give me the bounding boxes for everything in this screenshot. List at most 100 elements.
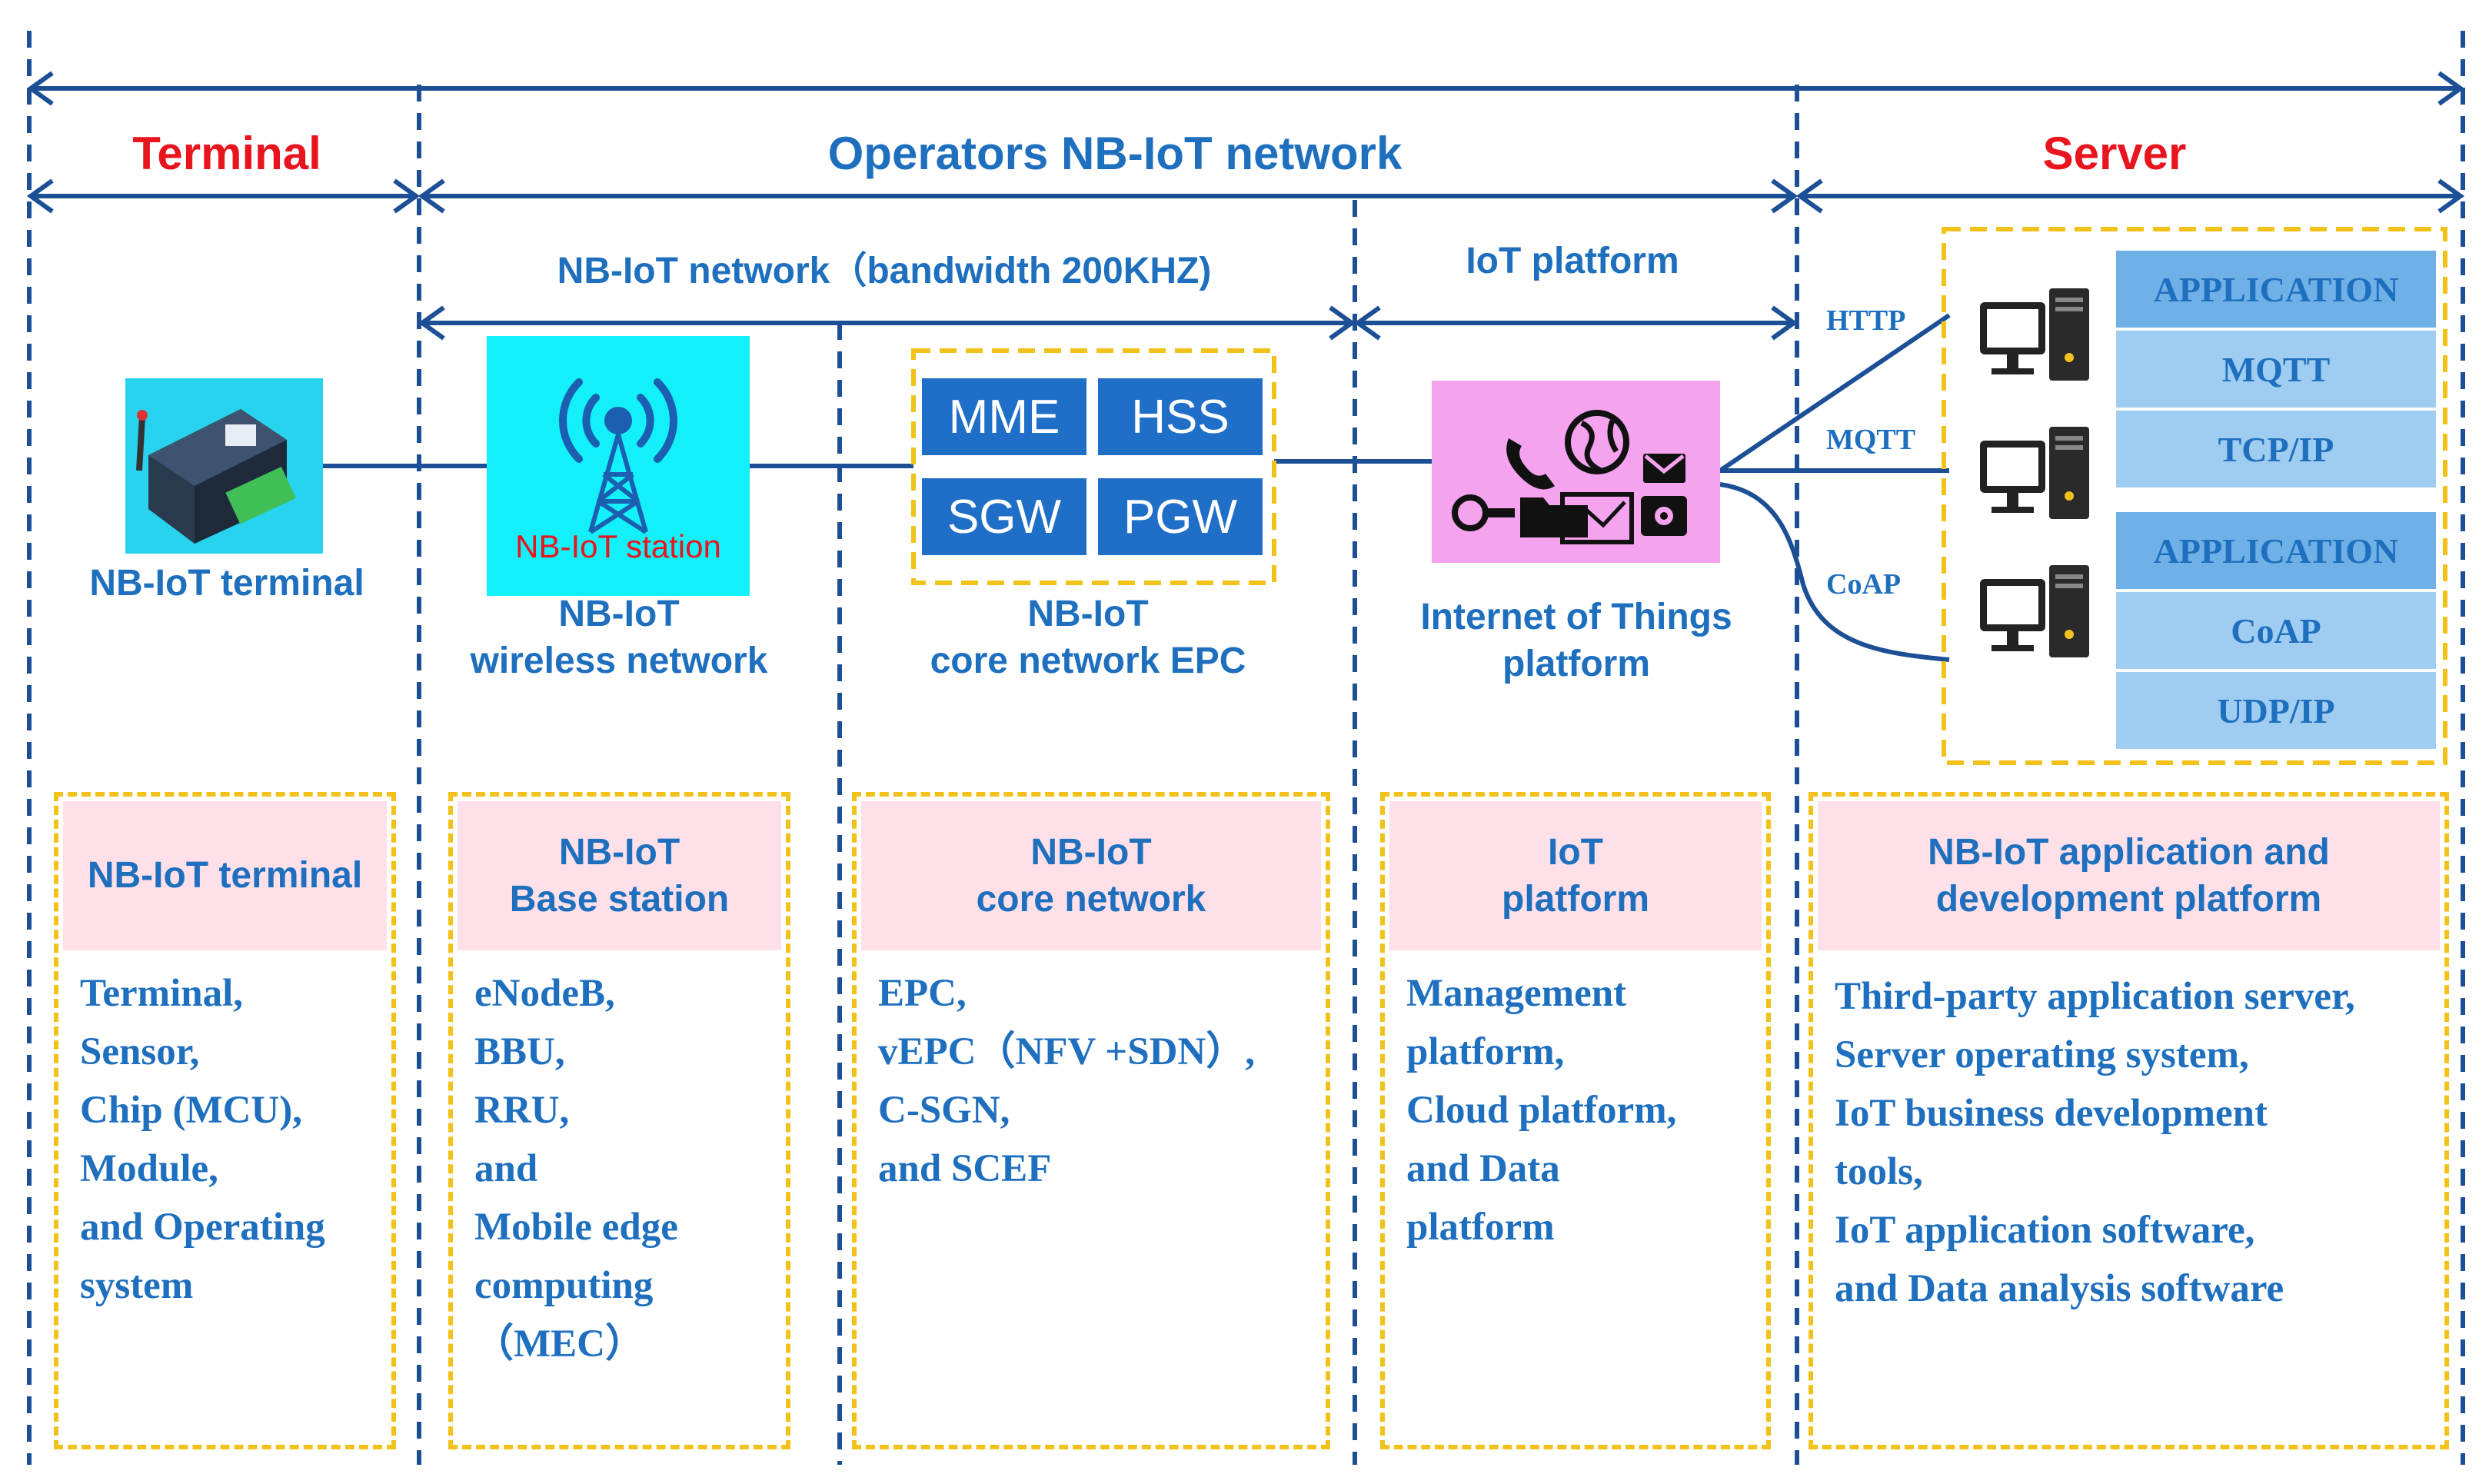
link-coap xyxy=(1719,482,1950,662)
terminal-device-image xyxy=(125,378,323,554)
list-item: Terminal, xyxy=(80,972,244,1015)
list-item: RRU, xyxy=(474,1089,570,1132)
list-item: computing xyxy=(474,1264,654,1307)
panel-application-platform: NB-IoT application and development platf… xyxy=(1809,792,2449,1449)
epc-caption-line1: NB-IoT xyxy=(1027,594,1149,634)
platform-caption-line1: Internet of Things xyxy=(1420,597,1732,637)
cell-tower-icon xyxy=(558,378,678,534)
list-item: BBU, xyxy=(474,1030,565,1073)
panel-core-network-header: NB-IoT core network xyxy=(861,801,1321,950)
subsection-nbiot-network: NB-IoT network（bandwidth 200KHZ) xyxy=(557,251,1212,291)
section-server-title: Server xyxy=(2042,128,2187,179)
link-http xyxy=(1719,313,1951,473)
epc-cell-pgw: PGW xyxy=(1098,478,1263,555)
list-item: Chip (MCU), xyxy=(80,1089,302,1132)
list-item: platform, xyxy=(1406,1030,1565,1073)
panel-core-network-list: EPC, vEPC（NFV +SDN）, C-SGN, and SCEF xyxy=(878,964,1255,1198)
epc-caption-line2: core network EPC xyxy=(930,641,1246,682)
list-item: Module, xyxy=(80,1147,218,1190)
panel-header-line: NB-IoT application and xyxy=(1928,831,2330,873)
list-item: IoT business development xyxy=(1835,1092,2268,1135)
list-item: tools, xyxy=(1835,1150,1923,1193)
station-inner-label: NB-IoT station xyxy=(515,528,721,564)
stack-layer-udpip: UDP/IP xyxy=(2116,672,2436,752)
panel-terminal-header: NB-IoT terminal xyxy=(63,801,387,950)
server-computer-icon xyxy=(1980,427,2089,519)
list-item: eNodeB, xyxy=(474,972,615,1015)
panel-iot-platform-list: Management platform, Cloud platform, and… xyxy=(1406,964,1676,1256)
folder-icon xyxy=(1520,497,1588,537)
phone-icon xyxy=(1506,438,1555,490)
panel-base-station-list: eNodeB, BBU, RRU, and Mobile edge comput… xyxy=(474,964,678,1373)
subsection-iot-platform: IoT platform xyxy=(1466,241,1679,281)
stack-layer-application: APPLICATION xyxy=(2116,251,2436,331)
list-item: platform xyxy=(1406,1206,1555,1249)
protocol-stack-coap: APPLICATION CoAP UDP/IP xyxy=(2113,509,2439,755)
panel-header-line: NB-IoT terminal xyxy=(87,855,363,897)
list-item: system xyxy=(80,1264,194,1307)
panel-core-network: NB-IoT core network EPC, vEPC（NFV +SDN）,… xyxy=(852,792,1330,1449)
list-item: （MEC） xyxy=(474,1323,644,1366)
list-item: EPC, xyxy=(878,972,967,1015)
section-terminal-title: Terminal xyxy=(132,128,321,179)
list-item: and Data analysis software xyxy=(1835,1267,2284,1310)
list-item: vEPC（NFV +SDN）, xyxy=(878,1030,1255,1073)
panel-terminal-list: Terminal, Sensor, Chip (MCU), Module, an… xyxy=(80,964,325,1315)
protocol-coap: CoAP xyxy=(1826,568,1902,601)
list-item: Management xyxy=(1406,972,1627,1015)
epc-cell-hss: HSS xyxy=(1098,378,1263,455)
list-item: Server operating system, xyxy=(1835,1033,2249,1076)
panel-application-platform-list: Third-party application server, Server o… xyxy=(1835,967,2355,1318)
iot-platform-box xyxy=(1432,381,1720,563)
arrow-head xyxy=(2437,71,2465,106)
stack-layer-tcpip: TCP/IP xyxy=(2116,411,2436,491)
terminal-label: NB-IoT terminal xyxy=(89,563,364,604)
list-item: and Data xyxy=(1406,1147,1560,1190)
iot-services-icon xyxy=(1452,410,1687,544)
epc-cell-sgw: SGW xyxy=(922,478,1086,555)
terminal-device-icon xyxy=(125,378,323,554)
epc-caption: NB-IoT core network EPC xyxy=(861,591,1315,685)
stack-layer-application: APPLICATION xyxy=(2116,512,2436,592)
panel-header-line: NB-IoT xyxy=(558,831,680,873)
stack-layer-coap: CoAP xyxy=(2116,592,2436,672)
panel-base-station: NB-IoT Base station eNodeB, BBU, RRU, an… xyxy=(448,792,790,1449)
node-links xyxy=(323,313,1951,662)
list-item: IoT application software, xyxy=(1835,1209,2255,1252)
section-operators-title: Operators NB-IoT network xyxy=(827,128,1403,179)
panel-header-line: Base station xyxy=(509,879,730,920)
list-item: and xyxy=(474,1147,538,1190)
epc-frame xyxy=(911,348,1276,585)
epc-cell-mme: MME xyxy=(922,378,1086,455)
list-item: Third-party application server, xyxy=(1835,975,2355,1018)
panel-header-line: IoT xyxy=(1548,831,1603,873)
stack-layer-mqtt: MQTT xyxy=(2116,331,2436,411)
server-computer-icon xyxy=(1980,565,2089,657)
platform-caption: Internet of Things platform xyxy=(1369,594,1784,688)
span-arrows xyxy=(26,71,2465,341)
panel-application-platform-header: NB-IoT application and development platf… xyxy=(1818,801,2440,950)
server-frame xyxy=(1942,227,2447,765)
station-caption-line1: NB-IoT xyxy=(558,594,680,634)
list-item: Mobile edge xyxy=(474,1206,678,1249)
panel-iot-platform-header: IoT platform xyxy=(1389,801,1762,950)
list-item: Cloud platform, xyxy=(1406,1089,1677,1132)
server-computer-icon xyxy=(1980,288,2089,381)
station-caption-line2: wireless network xyxy=(470,641,768,682)
arrow-head xyxy=(26,71,54,106)
panel-terminal: NB-IoT terminal Terminal, Sensor, Chip (… xyxy=(54,792,396,1449)
globe-icon xyxy=(1565,410,1629,474)
platform-caption-line2: platform xyxy=(1502,644,1650,685)
panel-header-line: core network xyxy=(976,879,1206,920)
protocol-http: HTTP xyxy=(1826,304,1906,337)
nbiot-station-box: NB-IoT station xyxy=(487,336,750,596)
station-caption: NB-IoT wireless network xyxy=(431,591,807,685)
protocol-stack-mqtt: APPLICATION MQTT TCP/IP xyxy=(2113,248,2439,494)
list-item: C-SGN, xyxy=(878,1089,1010,1132)
list-item: and Operating xyxy=(80,1206,325,1249)
section-dividers xyxy=(27,31,2465,1465)
panel-header-line: NB-IoT xyxy=(1030,831,1152,873)
list-item: Sensor, xyxy=(80,1030,200,1073)
